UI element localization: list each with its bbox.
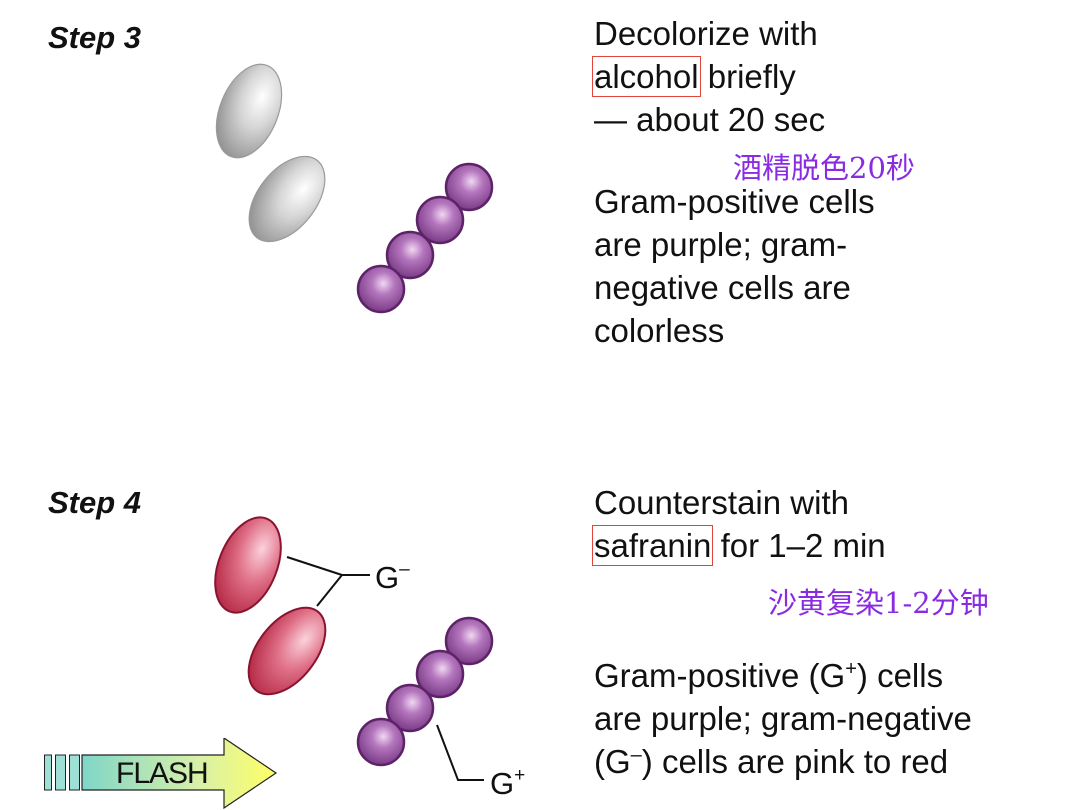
flash-arrow-shape (81, 738, 278, 810)
step-3-instructions: Decolorize with alcohol briefly — about … (592, 12, 826, 141)
superscript-minus: – (630, 744, 642, 766)
step-4-result: Gram-positive (G+) cells are purple; gra… (594, 654, 972, 783)
purple-coccus-cell (415, 195, 465, 245)
purple-coccus-cell (356, 717, 406, 767)
gram-positive-label: G+ (490, 765, 525, 801)
step-4-result-line2: are purple; gram-negative (594, 700, 972, 737)
purple-coccus-cell (415, 649, 465, 699)
step-4-instruction-line2-rest: for 1–2 min (711, 527, 886, 564)
step-4-result-line3: (G–) cells are pink to red (594, 740, 972, 783)
step-3-chinese-note: 酒精脱色20秒 (733, 151, 915, 185)
reagent-safranin: safranin (591, 525, 714, 566)
step-4-result-line1: Gram-positive (G+) cells (594, 654, 972, 697)
leader-lines (286, 556, 484, 781)
purple-coccus-cell (385, 683, 435, 733)
purple-coccus-cell (356, 264, 406, 314)
flash-label[interactable]: FLASH (116, 757, 209, 790)
step-4-instructions: Counterstain with safranin for 1–2 min (591, 481, 886, 567)
reagent-alcohol: alcohol (592, 56, 701, 97)
step-4-chinese-note: 沙黄复染1-2分钟 (768, 586, 989, 620)
gram-negative-label: G– (375, 559, 410, 595)
step-3-result-line: are purple; gram- (594, 226, 848, 263)
pink-rod-cell (247, 606, 327, 696)
step-3-instruction-line2-rest: briefly (698, 58, 796, 95)
gray-rod-cell (248, 155, 326, 243)
step-3-result-line: colorless (594, 312, 725, 349)
flash-stripe (69, 754, 80, 791)
result-text: Gram-positive (G (594, 657, 846, 694)
step-3-result-line: Gram-positive cells (594, 183, 875, 220)
step-4-instruction-line1: Counterstain with (594, 484, 849, 521)
step-3-result-line: negative cells are (594, 269, 851, 306)
gray-rod-cell (215, 63, 283, 159)
superscript-plus: + (845, 658, 857, 680)
pink-rod-cell (214, 516, 282, 614)
step-3-instruction-line2: alcohol briefly (592, 55, 825, 98)
gram-negative-leader-line (316, 574, 343, 607)
step-3-instruction-line3: — about 20 sec (594, 101, 826, 138)
gram-positive-leader-line (436, 724, 484, 781)
purple-coccus-cell (444, 162, 494, 212)
flash-stripe (55, 754, 66, 791)
flash-stripe (44, 754, 52, 791)
purple-coccus-cell (385, 230, 435, 280)
result-text: ) cells are pink to red (641, 743, 949, 780)
step-3-label: Step 3 (48, 20, 142, 55)
step-4-instruction-line2: safranin for 1–2 min (591, 524, 886, 567)
flash-arrow-button[interactable] (44, 738, 284, 810)
purple-coccus-cell (444, 616, 494, 666)
step-3-result: Gram-positive cells are purple; gram- ne… (594, 180, 875, 352)
step-4-label: Step 4 (48, 485, 142, 520)
step-3-instruction-line1: Decolorize with (594, 15, 818, 52)
gram-negative-leader-line (286, 556, 343, 576)
result-text: ) cells (856, 657, 944, 694)
result-text: (G (594, 743, 631, 780)
